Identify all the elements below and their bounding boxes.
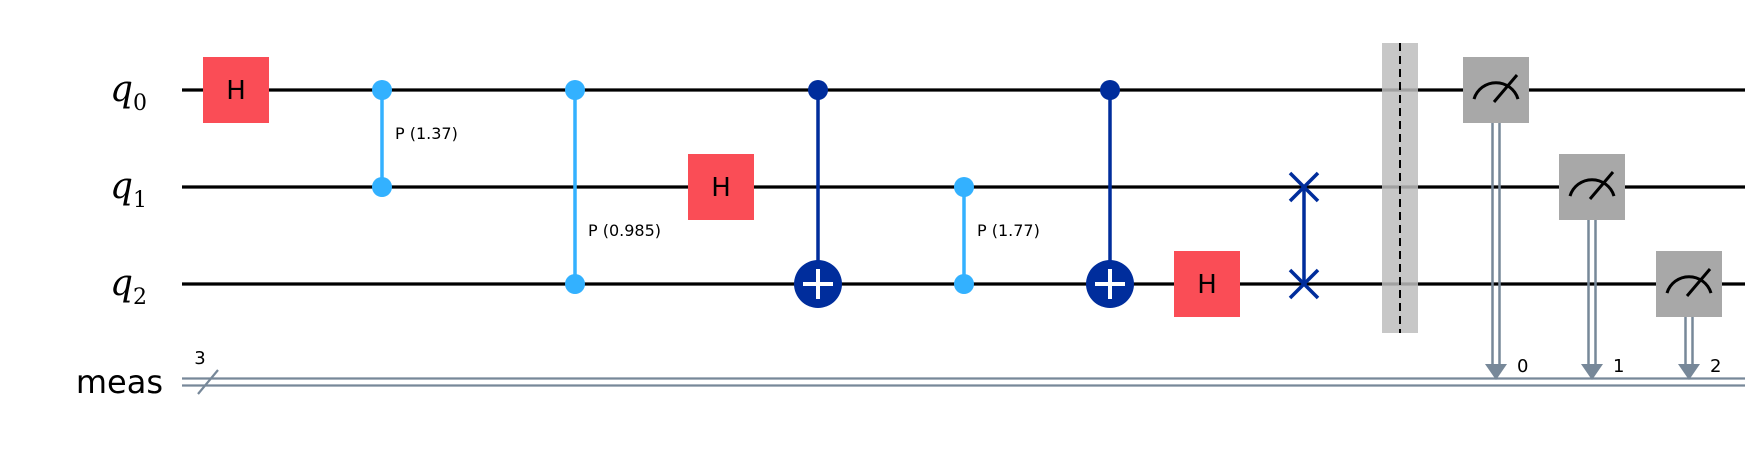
qubit-name: q <box>110 69 133 110</box>
classical-bundle-slash <box>197 369 219 395</box>
hadamard-gate-box[interactable] <box>203 57 269 123</box>
meter-needle-icon <box>1685 268 1712 297</box>
gate-swap-8[interactable] <box>1288 171 1320 300</box>
meter-needle-icon <box>1588 171 1615 200</box>
cphase-control-dot[interactable] <box>372 177 392 197</box>
meter-dial-icon <box>1665 275 1713 294</box>
measure-gate-box[interactable] <box>1463 57 1529 123</box>
gate-barrier-9[interactable] <box>1382 43 1418 333</box>
cphase-control-dot[interactable] <box>565 80 585 100</box>
qubit-index: 1 <box>133 188 147 213</box>
classical-register-label: meas <box>76 363 163 401</box>
cphase-angle-label: P (1.37) <box>395 124 458 143</box>
meter-dial-icon <box>1472 81 1520 100</box>
qubit-name: q <box>110 166 133 207</box>
gate-cx-4[interactable] <box>794 80 842 308</box>
gate-measure-12[interactable]: 2 <box>1656 251 1722 380</box>
meter-dial-icon <box>1568 178 1616 197</box>
gate-cp-5[interactable]: P (1.77) <box>954 177 1040 294</box>
swap-cross-icon[interactable] <box>1288 268 1320 300</box>
qubit-label-2: q2 <box>110 263 147 310</box>
hadamard-gate-label: H <box>1197 270 1217 300</box>
gate-h-3[interactable]: H <box>688 154 754 220</box>
cnot-control-dot[interactable] <box>808 80 828 100</box>
qubit-name: q <box>110 263 133 304</box>
cphase-control-dot[interactable] <box>954 177 974 197</box>
gates-layer: H P (1.37) P (0.985) H P (1.77) H 0 1 2 <box>203 43 1722 380</box>
measure-gate-box[interactable] <box>1656 251 1722 317</box>
gate-cp-1[interactable]: P (1.37) <box>372 80 458 197</box>
hadamard-gate-box[interactable] <box>688 154 754 220</box>
qubit-label-1: q1 <box>110 166 147 213</box>
measure-gate-box[interactable] <box>1559 154 1625 220</box>
measure-arrow-icon <box>1581 364 1603 380</box>
measure-arrow-icon <box>1485 364 1507 380</box>
gate-cx-6[interactable] <box>1086 80 1134 308</box>
swap-cross-icon[interactable] <box>1288 171 1320 203</box>
gate-h-0[interactable]: H <box>203 57 269 123</box>
meter-needle-icon <box>1492 74 1519 103</box>
hadamard-gate-box[interactable] <box>1174 251 1240 317</box>
cphase-angle-label: P (1.77) <box>977 221 1040 240</box>
clbit-index-label: 1 <box>1613 356 1624 377</box>
measure-arrow-icon <box>1678 364 1700 380</box>
clbit-index-label: 0 <box>1517 356 1528 377</box>
cphase-control-dot[interactable] <box>565 274 585 294</box>
gate-h-7[interactable]: H <box>1174 251 1240 317</box>
hadamard-gate-label: H <box>711 173 731 203</box>
cphase-control-dot[interactable] <box>372 80 392 100</box>
cphase-control-dot[interactable] <box>954 274 974 294</box>
gate-cp-2[interactable]: P (0.985) <box>565 80 661 294</box>
clbit-index-label: 2 <box>1710 356 1721 377</box>
gate-measure-11[interactable]: 1 <box>1559 154 1625 380</box>
classical-register-size: 3 <box>194 348 205 369</box>
cphase-angle-label: P (0.985) <box>588 221 661 240</box>
qubit-label-0: q0 <box>110 69 147 116</box>
cnot-control-dot[interactable] <box>1100 80 1120 100</box>
gate-measure-10[interactable]: 0 <box>1463 57 1529 380</box>
hadamard-gate-label: H <box>226 76 246 106</box>
qubit-index: 2 <box>133 285 147 310</box>
qubit-index: 0 <box>133 91 147 116</box>
